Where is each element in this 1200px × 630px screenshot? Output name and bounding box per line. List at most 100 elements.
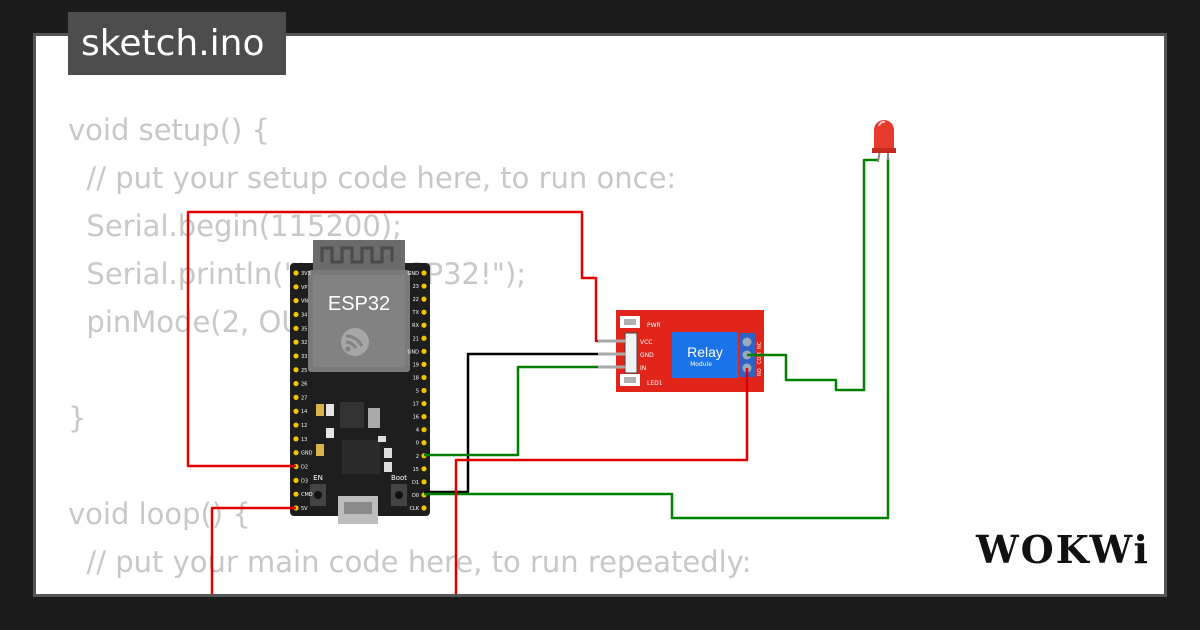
relay-led1-label: LED1 — [647, 380, 663, 387]
code-line: void setup() { — [68, 113, 270, 147]
right-pin-label: D1 — [412, 480, 419, 486]
left-pin-label: 27 — [301, 395, 307, 401]
left-pin-label: 35 — [301, 326, 307, 332]
left-pin[interactable] — [293, 325, 299, 331]
relay-box — [672, 332, 738, 378]
left-pin[interactable] — [293, 311, 299, 318]
right-pin[interactable] — [421, 283, 427, 289]
left-pin-label: 12 — [301, 423, 307, 429]
right-pin[interactable] — [421, 270, 427, 276]
relay-pin-gnd: GND — [640, 352, 654, 359]
left-pin-label: 14 — [301, 409, 307, 415]
right-pin[interactable] — [421, 440, 427, 446]
code-line: void loop() { — [68, 497, 251, 531]
left-pin[interactable] — [293, 353, 299, 359]
red-led[interactable] — [872, 120, 896, 163]
left-pin-label: 33 — [301, 354, 307, 360]
boot-label: Boot — [391, 474, 407, 482]
right-pin[interactable] — [421, 309, 427, 315]
diagram-canvas[interactable]: void setup() { // put your setup code he… — [33, 33, 1167, 597]
wire-red-vcc[interactable] — [186, 210, 598, 468]
left-pin-label: 25 — [301, 368, 307, 374]
left-pin[interactable] — [293, 491, 299, 497]
left-pin-label: 3V3 — [301, 271, 311, 277]
right-pin[interactable] — [421, 427, 427, 433]
wire-green-com[interactable] — [747, 158, 878, 392]
right-pin-label: 2 — [416, 454, 419, 460]
left-pin-label: D3 — [301, 478, 308, 484]
relay-pin-in: IN — [640, 365, 646, 372]
relay-out-no: NO — [757, 368, 763, 376]
right-pin-label: 5 — [416, 389, 419, 395]
right-pin-label: 17 — [413, 402, 419, 408]
left-pin-label: GND — [301, 451, 313, 457]
right-pin[interactable] — [421, 400, 427, 407]
left-pin[interactable] — [293, 339, 299, 345]
file-tab-label: sketch.ino — [81, 23, 265, 64]
relay-pwr-label: PWR — [647, 322, 661, 329]
relay-out-com: COM — [757, 352, 763, 364]
code-line: // put your setup code here, to run once… — [68, 161, 677, 195]
relay-title: Relay — [687, 344, 723, 360]
left-pin[interactable] — [293, 394, 299, 401]
code-line: } — [68, 401, 87, 435]
relay-subtitle: Module — [690, 361, 712, 368]
right-pin-label: 16 — [413, 415, 419, 421]
code-line: Serial.begin(115200); — [68, 209, 402, 243]
right-pin-label: 15 — [413, 467, 419, 473]
left-pin[interactable] — [293, 408, 299, 414]
right-pin[interactable] — [421, 335, 427, 341]
right-pin-label: CLK — [409, 506, 419, 512]
left-pin-label: VP — [301, 285, 307, 291]
left-pin[interactable] — [293, 450, 299, 456]
left-pin-label: VN — [301, 299, 308, 305]
code-line: // put your main code here, to run repea… — [68, 545, 752, 579]
left-pin[interactable] — [293, 270, 299, 276]
wire-green-led[interactable] — [424, 158, 890, 520]
antenna-icon — [313, 240, 405, 270]
left-pin[interactable] — [293, 367, 299, 373]
right-pin[interactable] — [421, 374, 427, 381]
left-pin[interactable] — [293, 284, 299, 290]
esp32-chip-label: ESP32 — [328, 293, 390, 315]
right-pin-label: 21 — [413, 336, 419, 342]
wire-red-relay[interactable] — [454, 368, 749, 600]
wokwi-logo: WOKWi — [976, 527, 1150, 572]
right-pin[interactable] — [421, 479, 427, 485]
left-pin-label: D2 — [301, 465, 308, 471]
right-pin-label: GND — [408, 271, 420, 277]
relay-module[interactable]: PWR LED1 VCC GND IN Relay Module NO COM … — [598, 310, 764, 392]
right-pin-label: 19 — [413, 362, 419, 368]
right-pin[interactable] — [421, 322, 427, 328]
right-pin[interactable] — [421, 361, 427, 367]
left-pin-label: CMD — [301, 492, 313, 498]
right-pin-label: D0 — [412, 493, 419, 499]
right-pin-label: 22 — [413, 297, 419, 303]
right-pin-label: 23 — [413, 284, 419, 290]
relay-out-nc: NC — [757, 341, 763, 349]
wire-red-5v[interactable] — [210, 506, 296, 600]
left-pin[interactable] — [293, 422, 299, 428]
right-pin[interactable] — [421, 387, 427, 394]
left-pin-label: 13 — [301, 437, 307, 443]
wire-green-in[interactable] — [424, 365, 598, 457]
left-pin[interactable] — [293, 477, 299, 483]
file-tab[interactable]: sketch.ino — [68, 12, 286, 75]
esp32-board[interactable]: ESP32 EN Boot — [290, 240, 430, 524]
right-pin[interactable] — [421, 348, 427, 354]
usb-chip — [342, 440, 380, 474]
espressif-logo-icon — [341, 328, 369, 356]
right-pin[interactable] — [421, 296, 427, 302]
right-pin[interactable] — [421, 466, 427, 472]
wire-black-gnd[interactable] — [424, 352, 598, 494]
right-pin-label: TX — [412, 310, 420, 316]
right-pin-label: RX — [412, 323, 419, 329]
left-pin[interactable] — [293, 380, 299, 387]
left-pin[interactable] — [293, 436, 299, 442]
right-pin[interactable] — [421, 414, 427, 420]
right-pin[interactable] — [421, 505, 427, 511]
left-pin-label: 5V — [301, 506, 308, 512]
left-pin[interactable] — [293, 298, 299, 304]
en-label: EN — [313, 474, 323, 482]
